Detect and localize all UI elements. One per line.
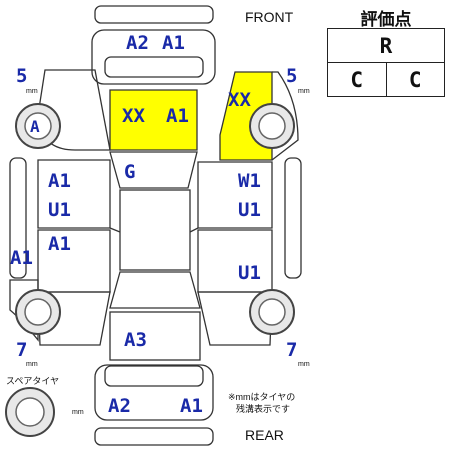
interior-grade: C — [327, 62, 387, 97]
tires — [5, 103, 295, 437]
front-grille — [104, 56, 204, 78]
right-front-door-code-1: W1 — [238, 170, 261, 192]
roof — [119, 189, 191, 271]
rear-garnish — [104, 365, 204, 387]
front-right-fender-edge — [271, 71, 299, 161]
right-front-door — [197, 161, 273, 229]
rear-left-unit: mm — [26, 361, 38, 368]
rear-right-depth: 7 — [286, 339, 297, 361]
trunk-code: A3 — [124, 329, 147, 351]
spare-unit: mm — [72, 409, 84, 416]
hood — [109, 89, 198, 151]
overall-grade: R — [327, 28, 445, 63]
rear-right-unit: mm — [298, 361, 310, 368]
hood-code-1: XX — [122, 105, 145, 127]
front-right-fender-code: XX — [228, 89, 251, 111]
right-front-door-code-2: U1 — [238, 199, 261, 221]
left-front-door-code-2: U1 — [48, 199, 71, 221]
front-bumper-code-1: A2 — [126, 32, 149, 54]
rear-left-depth: 7 — [16, 339, 27, 361]
left-rear-quarter-code: A1 — [10, 247, 33, 269]
rear-bumper-code-2: A1 — [180, 395, 203, 417]
trunk — [109, 311, 201, 361]
pillar-left — [109, 227, 121, 233]
grade-title: 評価点 — [360, 10, 412, 30]
rear-label: REAR — [245, 427, 284, 443]
note-line-1: ※mmはタイヤの — [228, 392, 295, 402]
front-right-unit: mm — [298, 88, 310, 95]
right-rear-door — [197, 229, 273, 293]
tire-front-left — [15, 103, 61, 149]
left-rear-door-code: A1 — [48, 233, 71, 255]
rear-bumper-code-1: A2 — [108, 395, 131, 417]
right-rocker — [284, 157, 302, 279]
grade-table: R C C — [327, 28, 445, 97]
tire-depths: 5 mm 5 mm 7 mm 7 mm スペアタイヤ mm — [6, 65, 310, 416]
pillar-right — [189, 227, 199, 233]
roof-code: G — [124, 161, 135, 183]
rear-strip — [94, 427, 214, 446]
spare-tire-label: スペアタイヤ — [6, 376, 59, 386]
left-front-door-code-1: A1 — [48, 170, 71, 192]
tire-front-right — [249, 103, 295, 149]
right-rear-fender — [197, 291, 273, 346]
front-left-unit: mm — [26, 88, 38, 95]
front-bumper — [91, 29, 216, 85]
front-bumper-code-2: A1 — [162, 32, 185, 54]
hood-code-2: A1 — [166, 105, 189, 127]
tire-spare — [5, 387, 55, 437]
front-label: FRONT — [245, 9, 294, 25]
left-rocker — [9, 157, 27, 279]
exterior-grade: C — [385, 62, 445, 97]
damage-codes: A2 A1 XX A1 XX G A1 U1 A1 A1 W1 U1 U1 A … — [10, 32, 261, 417]
front-right-depth: 5 — [286, 65, 297, 87]
right-rear-door-code: U1 — [238, 262, 261, 284]
note-line-2: 残溝表示です — [236, 403, 290, 414]
tire-rear-right — [249, 289, 295, 335]
front-strip — [94, 5, 214, 24]
front-left-depth: 5 — [16, 65, 27, 87]
tire-front-left-code: A — [30, 117, 40, 136]
rear-bumper — [94, 364, 214, 421]
rear-window — [109, 271, 201, 309]
tire-rear-left — [15, 289, 61, 335]
windshield — [109, 151, 198, 189]
